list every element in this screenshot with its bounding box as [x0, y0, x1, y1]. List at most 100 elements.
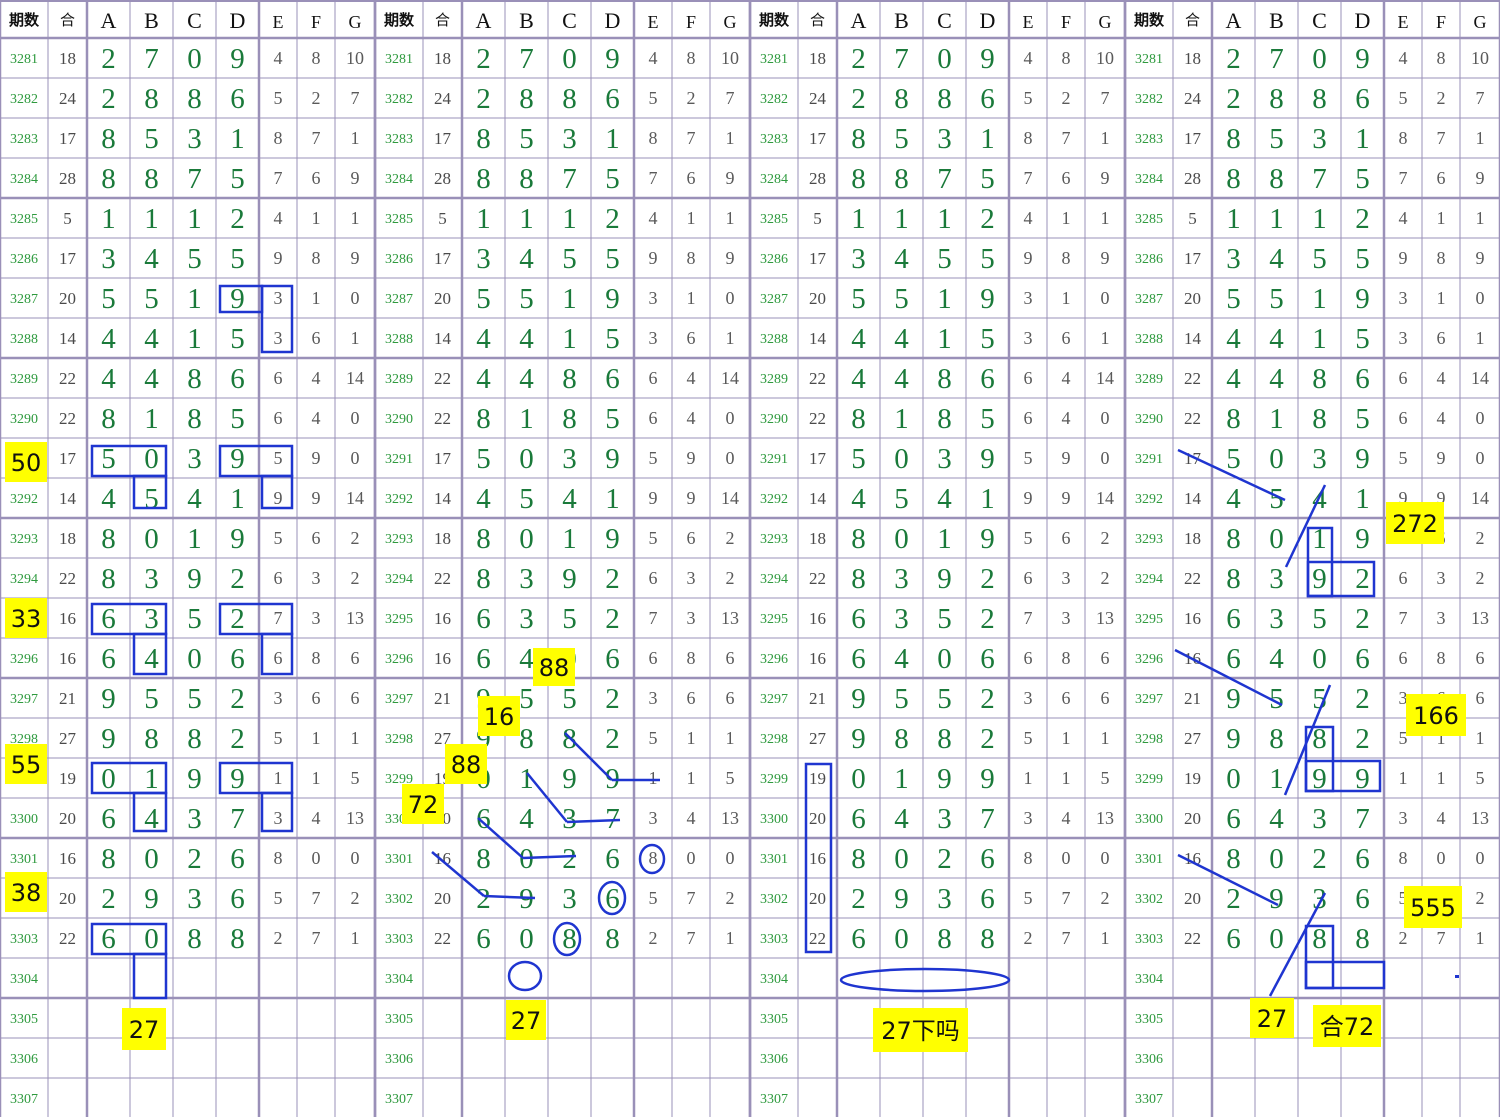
digit-cell: 4: [1226, 483, 1241, 515]
digit-cell: 5: [605, 403, 620, 435]
digit-cell: 1: [187, 323, 202, 355]
marker-line: [1283, 684, 1332, 796]
digit-cell: 9: [1226, 723, 1241, 755]
sum-cell: 20: [809, 289, 826, 308]
column-header: F: [311, 12, 321, 32]
digit-cell: 7: [980, 803, 995, 835]
digit-cell: 0: [1269, 923, 1284, 955]
sum-cell: 18: [59, 49, 76, 68]
digit-cell: 1: [519, 203, 534, 235]
efg-cell: 4: [1399, 208, 1408, 228]
digit-cell: 6: [605, 883, 620, 915]
digit-cell: 5: [937, 243, 952, 275]
marker-box: [218, 444, 294, 478]
efg-cell: 14: [1096, 488, 1114, 508]
sum-cell: 21: [434, 689, 451, 708]
digit-cell: 9: [1312, 763, 1327, 795]
sticky-note-text: 555: [1410, 894, 1456, 922]
efg-cell: 6: [1024, 648, 1033, 668]
sum-cell: 14: [59, 329, 77, 348]
efg-cell: 8: [1399, 128, 1408, 148]
efg-cell: 6: [1062, 688, 1071, 708]
column-header: F: [1061, 12, 1071, 32]
efg-cell: 0: [726, 408, 735, 428]
digit-cell: 0: [1269, 443, 1284, 475]
marker-line: [477, 817, 524, 859]
digit-cell: 8: [851, 843, 866, 875]
efg-cell: 6: [1062, 528, 1071, 548]
sum-cell: 16: [809, 609, 826, 628]
efg-cell: 1: [274, 768, 283, 788]
sum-cell: 14: [434, 489, 452, 508]
digit-cell: 4: [894, 363, 909, 395]
efg-cell: 1: [1437, 768, 1446, 788]
period-cell: 3306: [385, 1052, 413, 1067]
digit-cell: 5: [1355, 243, 1370, 275]
digit-cell: 9: [980, 763, 995, 795]
sticky-note-text: 27下吗: [881, 1017, 960, 1045]
efg-cell: 3: [1024, 808, 1033, 828]
digit-cell: 9: [101, 723, 116, 755]
digit-cell: 4: [144, 363, 159, 395]
digit-cell: 0: [144, 843, 159, 875]
sum-cell: 18: [809, 49, 826, 68]
digit-cell: 5: [144, 683, 159, 715]
digit-cell: 9: [101, 683, 116, 715]
period-cell: 3301: [385, 852, 413, 867]
digit-cell: 8: [519, 163, 534, 195]
period-cell: 3288: [760, 332, 788, 347]
marker-circle: [552, 921, 582, 957]
digit-cell: 5: [1269, 283, 1284, 315]
period-cell: 3285: [10, 212, 38, 227]
efg-cell: 2: [687, 88, 696, 108]
sum-cell: 17: [809, 249, 827, 268]
digit-cell: 3: [562, 883, 577, 915]
efg-cell: 6: [1399, 648, 1408, 668]
efg-cell: 9: [726, 168, 735, 188]
period-cell: 3284: [1135, 172, 1163, 187]
digit-cell: 3: [562, 123, 577, 155]
digit-cell: 3: [894, 563, 909, 595]
digit-cell: 9: [144, 883, 159, 915]
digit-cell: 5: [605, 163, 620, 195]
efg-cell: 6: [649, 568, 658, 588]
sum-cell: 17: [1184, 129, 1202, 148]
digit-cell: 4: [101, 363, 116, 395]
efg-cell: 9: [1024, 248, 1033, 268]
digit-cell: 0: [101, 763, 116, 795]
marker-line: [1177, 448, 1286, 502]
efg-cell: 2: [1437, 88, 1446, 108]
marker-dot: [1455, 975, 1459, 978]
efg-cell: 9: [312, 488, 321, 508]
period-cell: 3290: [1135, 412, 1163, 427]
digit-cell: 2: [187, 843, 202, 875]
digit-cell: 3: [1269, 563, 1284, 595]
digit-cell: 0: [519, 923, 534, 955]
efg-cell: 3: [274, 688, 283, 708]
sum-cell: 18: [809, 529, 826, 548]
efg-cell: 5: [649, 448, 658, 468]
digit-cell: 8: [562, 923, 577, 955]
column-header: 期数: [384, 11, 415, 29]
efg-cell: 0: [726, 448, 735, 468]
efg-cell: 3: [1062, 608, 1071, 628]
period-cell: 3286: [385, 252, 413, 267]
sum-cell: 17: [434, 249, 452, 268]
column-header: E: [1023, 12, 1034, 32]
marker-box: [90, 922, 168, 956]
digit-cell: 3: [937, 883, 952, 915]
digit-cell: 1: [937, 283, 952, 315]
digit-cell: 8: [894, 163, 909, 195]
column-header: B: [144, 8, 159, 33]
digit-cell: 8: [851, 123, 866, 155]
efg-cell: 9: [1062, 488, 1071, 508]
digit-cell: 6: [605, 363, 620, 395]
digit-cell: 3: [937, 123, 952, 155]
digit-cell: 6: [230, 643, 245, 675]
period-cell: 3287: [760, 292, 788, 307]
sum-cell: 28: [1184, 169, 1201, 188]
digit-cell: 8: [1226, 163, 1241, 195]
digit-cell: 4: [144, 243, 159, 275]
efg-cell: 1: [1024, 768, 1033, 788]
sum-cell: 20: [434, 889, 451, 908]
